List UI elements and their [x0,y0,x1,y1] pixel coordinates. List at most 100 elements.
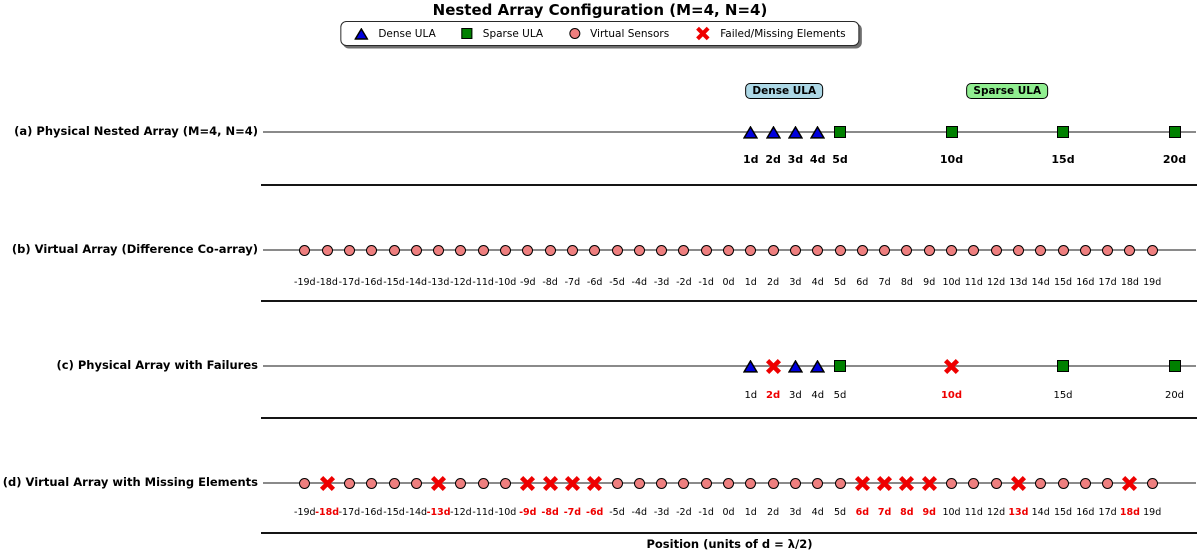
position-tick-label: 6d [856,277,869,288]
position-tick-label: -5d [609,277,625,288]
virtual-sensor-marker [366,244,378,256]
row-label-b: (b) Virtual Array (Difference Co-array) [11,242,258,256]
row-label-d: (d) Virtual Array with Missing Elements [2,475,258,489]
sparse-ula-sensor-marker [1168,360,1181,372]
virtual-sensor-marker [611,244,623,256]
position-tick-label: 11d [964,277,983,288]
sparse-ula-sensor-marker [1057,126,1069,138]
virtual-sensor-marker [767,244,779,256]
failed-element-marker [898,475,915,492]
virtual-sensor-marker [477,477,489,489]
position-tick-label: 1d [744,507,757,518]
legend-label: Dense ULA [378,27,436,40]
position-tick-label: -19d [294,507,316,518]
virtual-sensor-marker [366,477,378,489]
position-tick-label: -19d [294,277,316,288]
failed-element-marker [1121,475,1138,492]
position-tick-label: 12d [987,507,1006,518]
virtual-sensor-marker [500,244,511,256]
legend-item-failed-elements: Failed/Missing Elements [695,26,846,41]
virtual-sensor-marker [477,244,489,256]
position-tick-label: 20d [1164,390,1185,401]
position-tick-label: 3d [787,153,804,166]
virtual-sensor-marker [1102,477,1114,489]
position-tick-label: 13d [1008,507,1029,518]
failed-element-marker [876,475,893,492]
dense-ula-sensor-marker [810,125,826,139]
array-axis-line [263,365,1196,367]
virtual-sensor-marker [946,477,957,489]
position-tick-label: 0d [722,507,735,518]
position-tick-label: 0d [722,277,735,288]
virtual-sensor-marker [343,244,355,256]
position-tick-label: 4d [811,507,824,518]
position-tick-label: -7d [563,507,582,518]
virtual-sensor-marker [1124,244,1136,256]
virtual-sensor-marker [589,244,601,256]
virtual-sensor-marker [656,244,668,256]
failed-element-marker [854,475,871,492]
dense-ula-annotation-box: Dense ULA [745,83,824,99]
dense-ula-triangle-icon [354,27,369,40]
virtual-sensor-marker [901,244,913,256]
virtual-sensor-marker [812,244,824,256]
position-tick-label: 9d [922,507,936,518]
position-tick-label: 16d [1076,277,1095,288]
virtual-sensor-marker [433,244,445,256]
position-tick-label: 20d [1162,153,1187,166]
position-tick-label: -14d [405,277,428,288]
position-tick-label: -9d [519,507,537,518]
virtual-sensor-marker [455,244,467,256]
position-tick-label: 15d [1053,390,1073,401]
virtual-sensor-marker [410,244,422,256]
virtual-sensor-marker [388,244,400,256]
virtual-sensor-marker [321,244,333,256]
failed-element-marker [564,475,581,492]
position-tick-label: -7d [564,277,581,288]
position-tick-label: -15d [383,277,405,288]
position-tick-label: -6d [586,277,603,288]
position-tick-label: 3d [789,277,802,288]
position-tick-label: 13d [1009,277,1028,288]
position-tick-label: 15d [1053,277,1073,288]
position-tick-label: -10d [494,507,517,518]
virtual-sensor-marker [990,244,1002,256]
virtual-sensor-marker [968,244,980,256]
virtual-sensor-marker [611,477,623,489]
axis-bottom-spine [261,184,1197,186]
position-tick-label: -8d [542,277,558,288]
failed-element-marker [430,475,447,492]
position-tick-label: 19d [1143,277,1162,288]
virtual-sensor-marker [767,477,779,489]
virtual-sensor-marker [388,477,400,489]
virtual-sensor-marker [1035,477,1047,489]
position-tick-label: 15d [1053,507,1073,518]
position-tick-label: -5d [609,507,625,518]
legend-label: Sparse ULA [482,27,544,40]
position-tick-label: 2d [766,390,781,401]
dense-ula-sensor-marker [787,359,803,373]
virtual-sensor-marker [990,477,1002,489]
position-tick-label: -9d [520,277,536,288]
virtual-sensor-marker [410,477,422,489]
position-tick-label: -12d [450,277,472,288]
virtual-sensor-marker [700,477,712,489]
virtual-sensor-marker [500,477,511,489]
virtual-sensor-marker [946,244,957,256]
position-tick-label: -17d [338,277,361,288]
axis-bottom-spine [261,417,1197,419]
position-tick-label: -15d [383,507,405,518]
position-tick-label: -18d [315,507,340,518]
position-tick-label: 5d [832,153,848,166]
position-tick-label: -16d [360,507,383,518]
position-tick-label: 10d [942,277,961,288]
failed-element-marker [586,475,603,492]
axis-bottom-spine [261,532,1197,534]
position-tick-label: 10d [942,507,961,518]
dense-ula-sensor-marker [743,359,759,373]
failed-element-marker [921,475,938,492]
virtual-sensor-marker [343,477,355,489]
failed-element-marker [1010,475,1027,492]
position-tick-label: 1d [744,390,758,401]
position-tick-label: 17d [1098,507,1117,518]
